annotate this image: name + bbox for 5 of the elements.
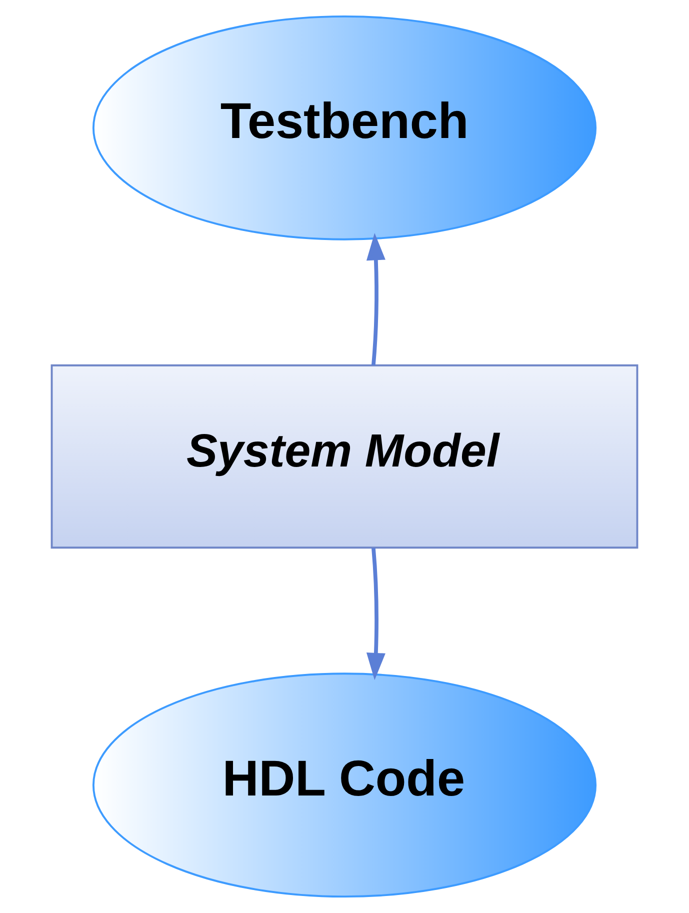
arrow: [366, 548, 386, 680]
node-ellipse: Testbench: [92, 15, 597, 240]
node-ellipse: HDL Code: [92, 672, 597, 898]
arrow: [366, 233, 386, 366]
node-box: System Model: [50, 364, 638, 549]
